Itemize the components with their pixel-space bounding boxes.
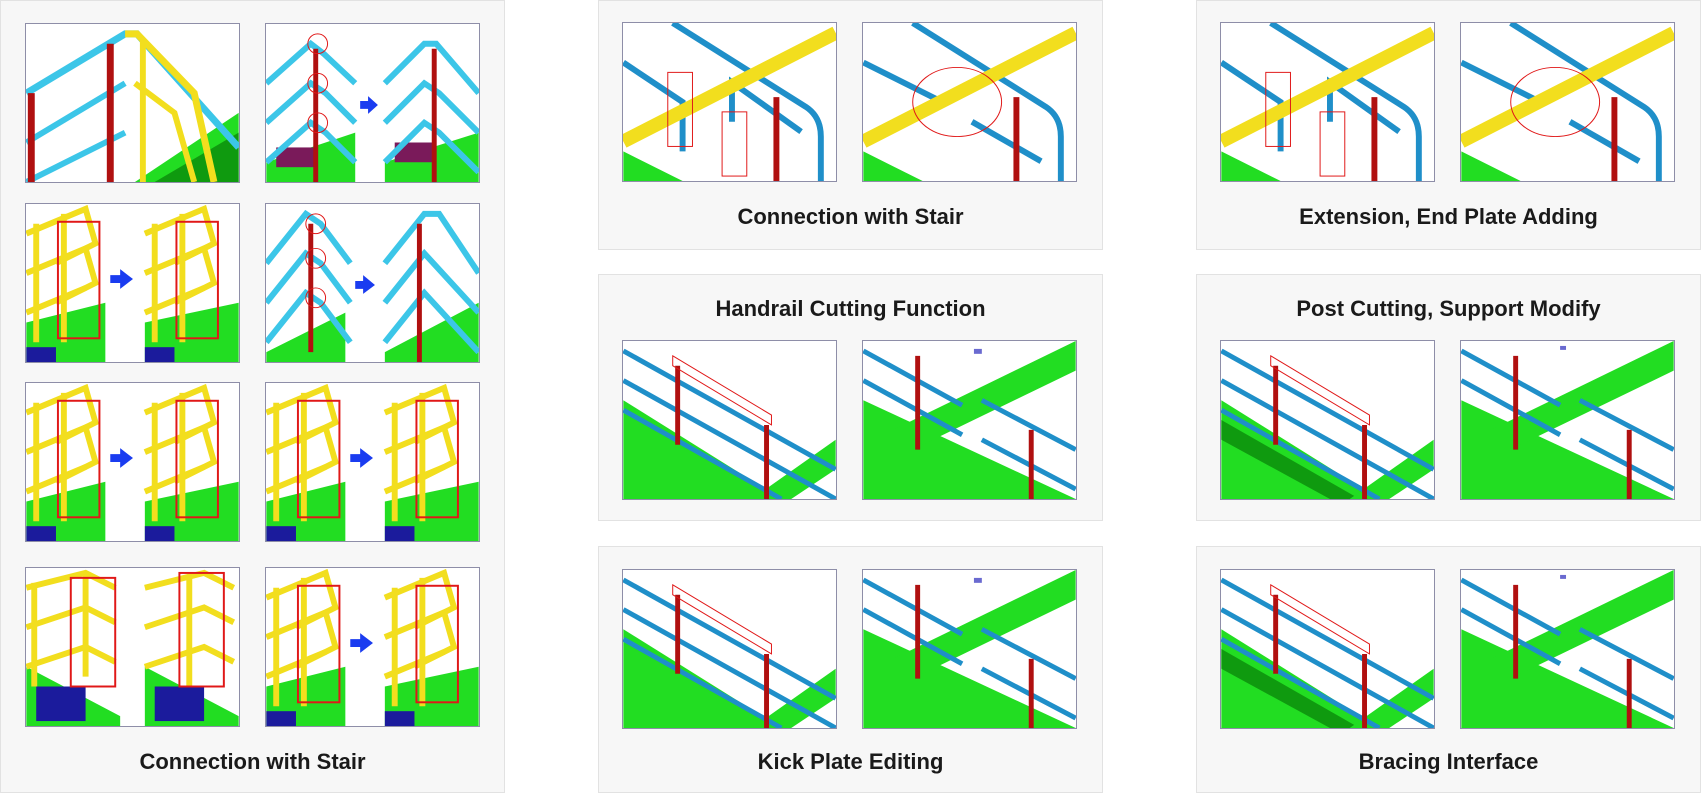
panel-mid-mid: Handrail Cutting Function [598, 274, 1103, 521]
caption-mid-right: Post Cutting, Support Modify [1296, 296, 1601, 321]
panel-mid-right: Post Cutting, Support Modify [1196, 274, 1701, 521]
thumb-top-mid-right [862, 22, 1077, 182]
thumb-mid-right-right [1460, 340, 1675, 500]
panel-top-mid: Connection with Stair [598, 0, 1103, 250]
thumb-mid-mid-left [622, 340, 837, 500]
caption-mid-mid: Handrail Cutting Function [715, 296, 986, 321]
thumb-stair-connection-top-right [265, 23, 480, 183]
panel-bot-right: Bracing Interface [1196, 546, 1701, 793]
thumb-top-mid-left [622, 22, 837, 182]
thumb-bot-right-right [1460, 569, 1675, 729]
right-arrow-icon [360, 96, 378, 114]
thumb-stair-connection-row3-left [25, 382, 240, 542]
thumb-bot-right-left [1220, 569, 1435, 729]
panel-bot-mid: Kick Plate Editing [598, 546, 1103, 793]
caption-top-right: Extension, End Plate Adding [1299, 204, 1598, 229]
thumb-stair-connection-row4-right [265, 567, 480, 727]
thumb-mid-mid-right [862, 340, 1077, 500]
thumb-stair-connection-top-left [25, 23, 240, 183]
thumb-bot-mid-right [862, 569, 1077, 729]
thumb-stair-connection-row4-left [25, 567, 240, 727]
thumb-top-right-right [1460, 22, 1675, 182]
caption-bot-mid: Kick Plate Editing [757, 749, 944, 774]
left-panel: Connection with Stair [0, 0, 505, 793]
thumb-stair-connection-row3-right [265, 382, 480, 542]
caption-left: Connection with Stair [139, 749, 366, 774]
thumb-top-right-left [1220, 22, 1435, 182]
thumb-stair-connection-row2-right [265, 203, 480, 363]
thumb-bot-mid-left [622, 569, 837, 729]
caption-bot-right: Bracing Interface [1358, 749, 1539, 774]
thumb-mid-right-left [1220, 340, 1435, 500]
panel-top-right: Extension, End Plate Adding [1196, 0, 1701, 250]
thumb-stair-connection-row2-left [25, 203, 240, 363]
caption-top-mid: Connection with Stair [737, 204, 964, 229]
